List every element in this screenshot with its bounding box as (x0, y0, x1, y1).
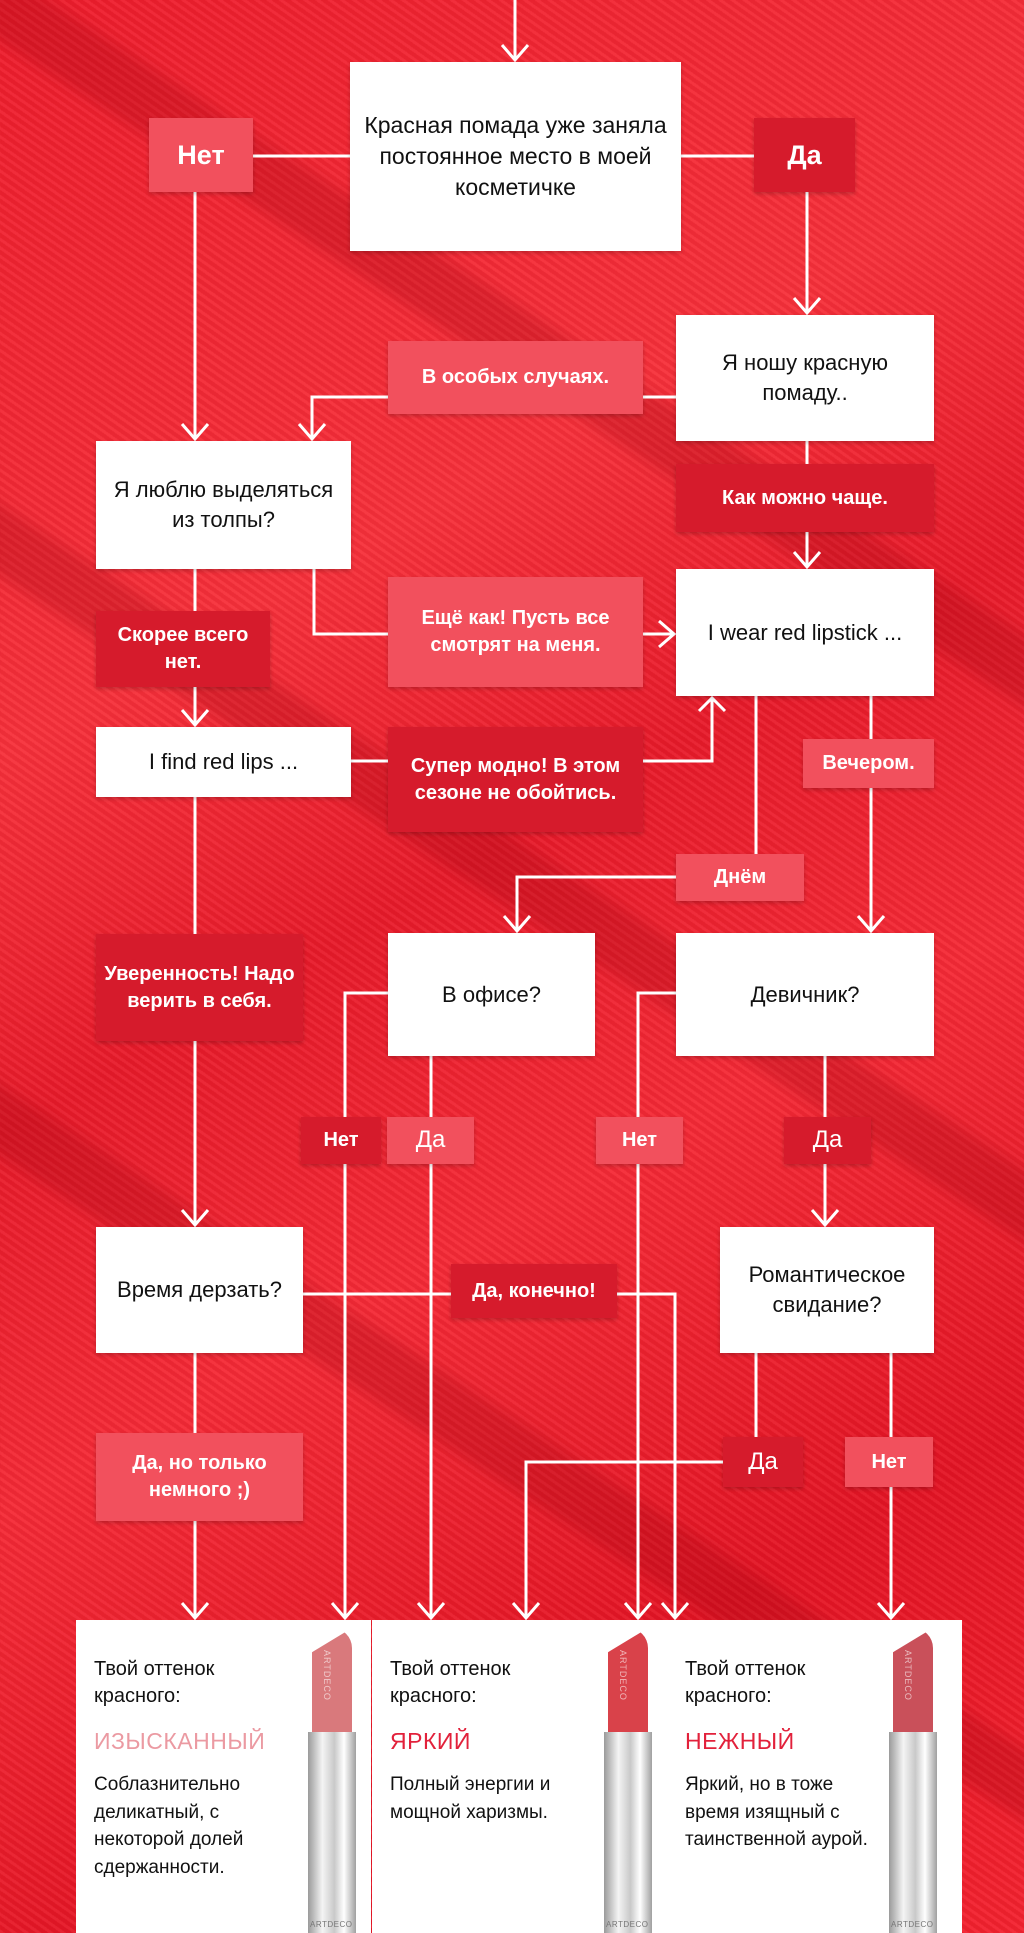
stand-out-question: Я люблю выделяться из толпы? (96, 441, 351, 569)
answer-yes-sure: Да, конечно! (451, 1264, 617, 1318)
answer-trendy: Супер модно! В этом сезоне не обойтись. (388, 727, 643, 832)
answer-girls-yes: Да (784, 1117, 871, 1164)
result-shade: ЯРКИЙ (390, 1728, 471, 1754)
result-shade: НЕЖНЫЙ (685, 1728, 795, 1754)
answer-office-yes: Да (387, 1117, 474, 1164)
girls-night-question: Девичник? (676, 933, 934, 1056)
lipstick-image: ARTDECO ARTDECO (600, 1620, 656, 1933)
answer-yes-start: Да (754, 118, 855, 192)
answer-girls-no: Нет (596, 1117, 683, 1164)
start-question: Красная помада уже заняла постоянное мес… (350, 62, 681, 251)
lipstick-image: ARTDECO ARTDECO (304, 1620, 360, 1933)
romantic-question: Романтическое свидание? (720, 1227, 934, 1353)
answer-yes-little: Да, но только немного ;) (96, 1433, 303, 1521)
answer-evening: Вечером. (803, 739, 934, 788)
result-card-tender: Твой оттенок красного: НЕЖНЫЙ Яркий, но … (667, 1620, 962, 1933)
result-intro: Твой оттенок красного: (390, 1658, 511, 1707)
answer-day: Днём (676, 854, 804, 901)
answer-rather-not: Скорее всего нет. (96, 611, 270, 687)
answer-often: Как можно чаще. (676, 464, 934, 532)
result-intro: Твой оттенок красного: (94, 1658, 215, 1707)
answer-romantic-no: Нет (845, 1437, 933, 1487)
result-card-bright: Твой оттенок красного: ЯРКИЙ Полный энер… (372, 1620, 667, 1933)
time-dare-question: Время дерзать? (96, 1227, 303, 1353)
answer-of-course: Ещё как! Пусть все смотрят на меня. (388, 577, 643, 687)
result-shade: ИЗЫСКАННЫЙ (94, 1728, 266, 1754)
lipstick-image: ARTDECO ARTDECO (885, 1620, 941, 1933)
office-question: В офисе? (388, 933, 595, 1056)
result-description: Полный энергии и мощной харизмы. (390, 1774, 551, 1823)
result-description: Соблазнительно деликатный, с некоторой д… (94, 1774, 244, 1878)
result-intro: Твой оттенок красного: (685, 1658, 806, 1707)
find-red-question: I find red lips ... (96, 727, 351, 797)
answer-confidence: Уверенность! Надо верить в себя. (96, 934, 303, 1041)
answer-special-occasions: В особых случаях. (388, 341, 643, 414)
answer-no-start: Нет (149, 118, 253, 192)
arrowheads (180, 44, 906, 1621)
wear-question: Я ношу красную помаду.. (676, 315, 934, 441)
answer-office-no: Нет (301, 1117, 381, 1164)
wear-red-question: I wear red lipstick ... (676, 569, 934, 696)
answer-romantic-yes: Да (723, 1437, 803, 1487)
result-description: Яркий, но в тоже время изящный с таинств… (685, 1774, 868, 1851)
result-card-refined: Твой оттенок красного: ИЗЫСКАННЫЙ Соблаз… (76, 1620, 371, 1933)
